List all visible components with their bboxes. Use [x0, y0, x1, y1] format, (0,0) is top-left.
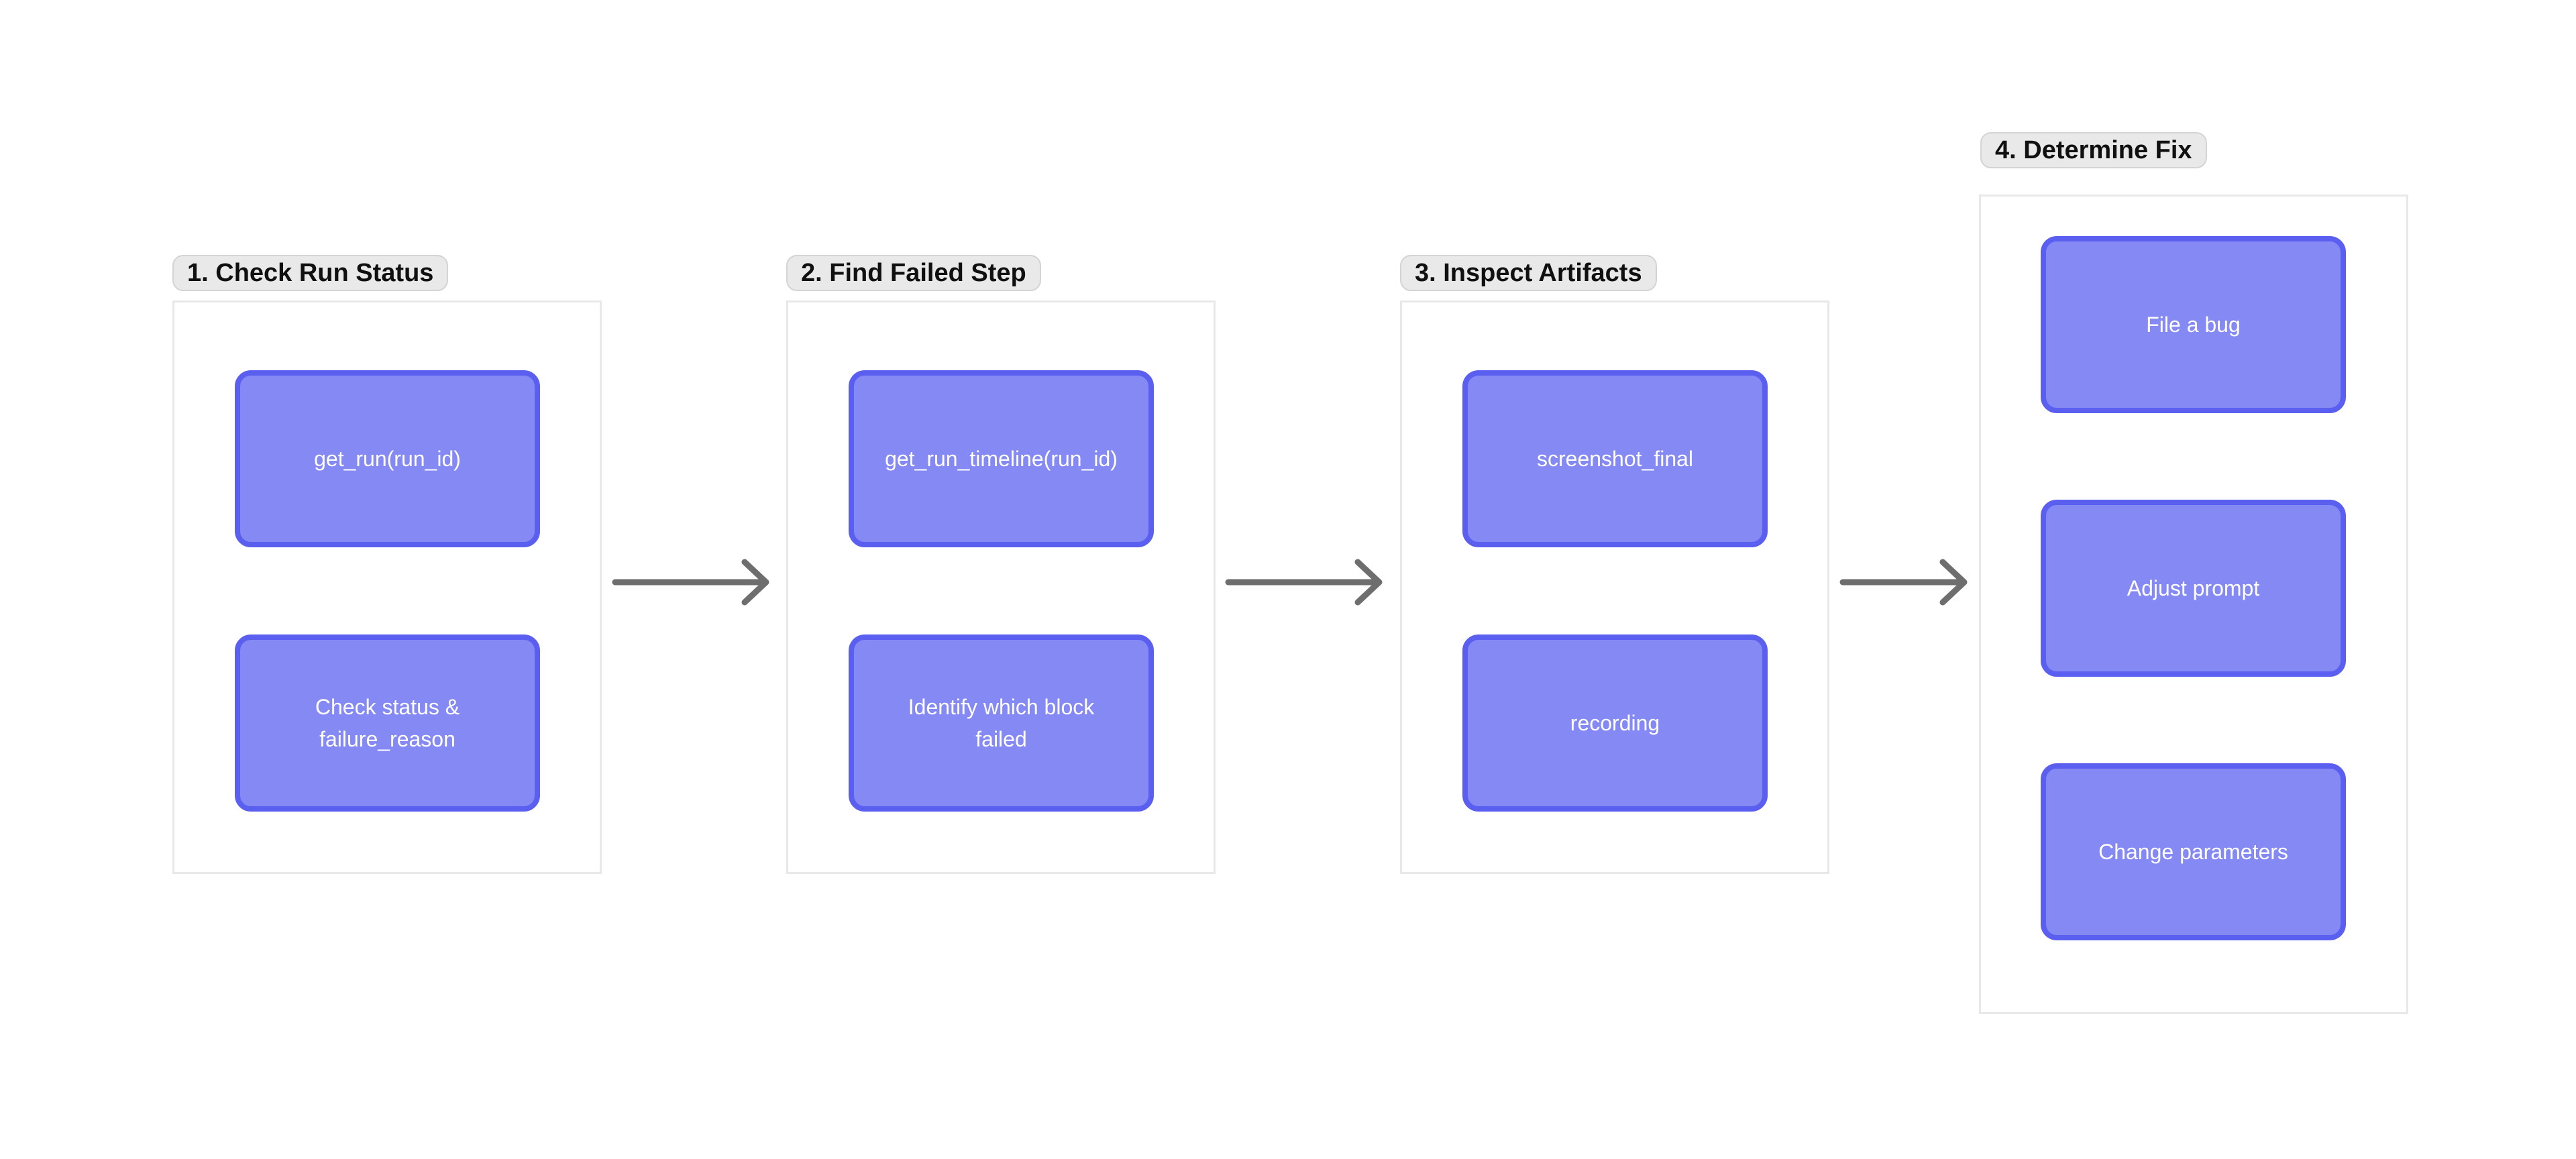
node-get-run-timeline[interactable]: get_run_timeline(run_id) [849, 370, 1154, 547]
node-adjust-prompt[interactable]: Adjust prompt [2041, 500, 2346, 677]
arrow-step3-to-step4[interactable] [1839, 542, 1968, 622]
arrow-step1-to-step2[interactable] [612, 542, 770, 622]
group-label-inspect-artifacts[interactable]: 3. Inspect Artifacts [1400, 255, 1657, 291]
group-label-check-run-status[interactable]: 1. Check Run Status [172, 255, 449, 291]
node-screenshot-final[interactable]: screenshot_final [1462, 370, 1768, 547]
arrow-step2-to-step3[interactable] [1225, 542, 1383, 622]
node-change-parameters[interactable]: Change parameters [2041, 763, 2346, 940]
node-check-status-failure-reason[interactable]: Check status & failure_reason [235, 634, 540, 812]
node-recording[interactable]: recording [1462, 634, 1768, 812]
node-file-a-bug[interactable]: File a bug [2041, 236, 2346, 413]
group-label-determine-fix[interactable]: 4. Determine Fix [1980, 132, 2207, 168]
node-identify-failed-block[interactable]: Identify which block failed [849, 634, 1154, 812]
group-label-find-failed-step[interactable]: 2. Find Failed Step [786, 255, 1041, 291]
node-get-run[interactable]: get_run(run_id) [235, 370, 540, 547]
